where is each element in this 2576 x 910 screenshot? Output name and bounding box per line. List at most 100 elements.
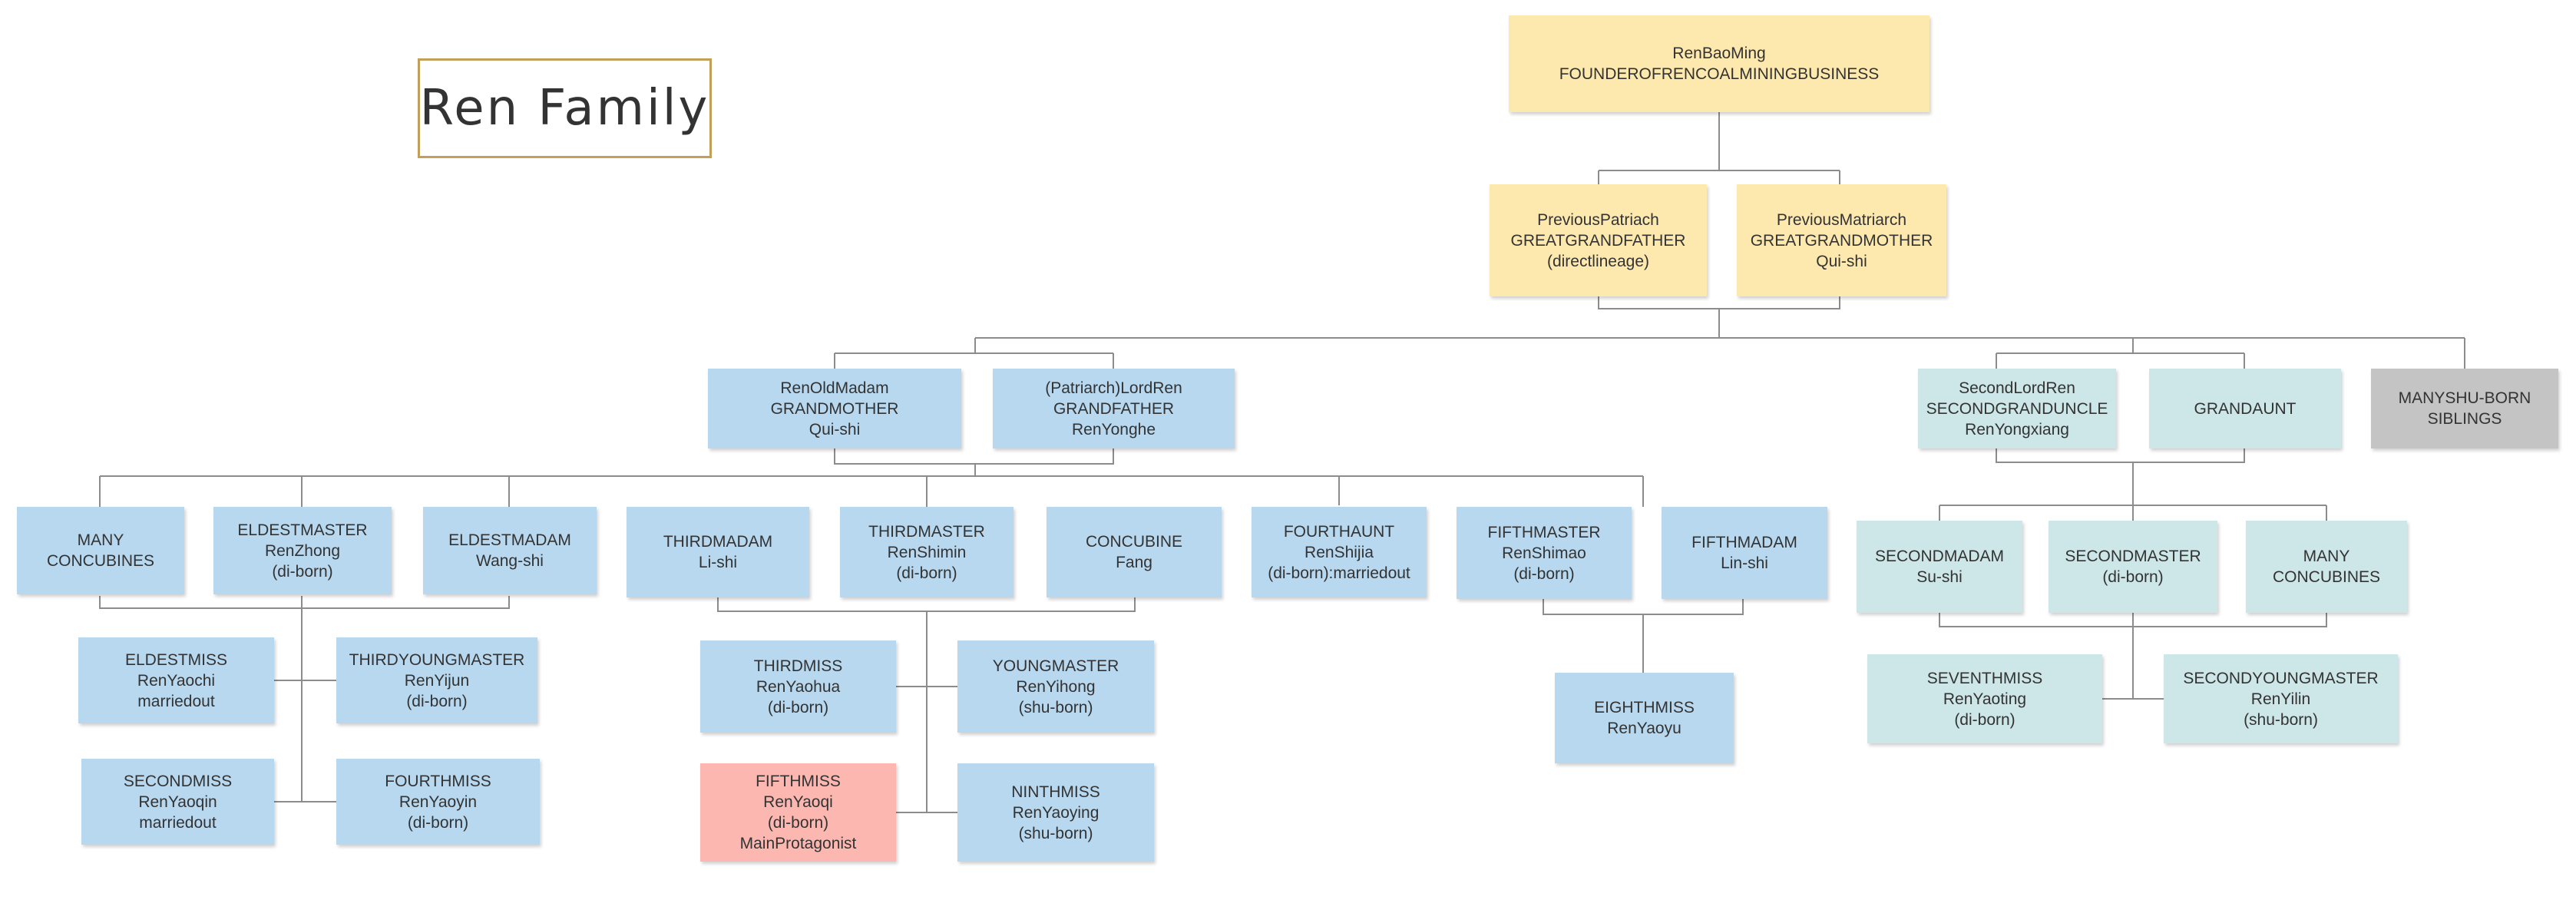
node-second-madam: SECONDMADAM Su-shi — [1857, 521, 2022, 613]
node-third-miss: THIRDMISS RenYaohua (di-born) — [700, 640, 896, 733]
node-second-lord-ren: SecondLordRen SECONDGRANDUNCLE RenYongxi… — [1918, 369, 2116, 448]
node-line: (di-born) — [407, 813, 469, 832]
node-fifth-miss: FIFTHMISS RenYaoqi (di-born) MainProtago… — [700, 763, 896, 862]
node-line: EIGHTHMISS — [1594, 699, 1695, 716]
node-line: FIFTHMADAM — [1691, 534, 1797, 551]
node-line: THIRDMASTER — [868, 522, 985, 541]
node-line: RenYaoyu — [1607, 720, 1682, 737]
node-line: MANY — [77, 531, 124, 549]
node-line: MainProtagonist — [739, 835, 857, 852]
node-line: RenYihong — [1016, 677, 1096, 696]
node-line: marriedout — [139, 813, 217, 832]
node-line: THIRDMISS — [753, 657, 843, 675]
connector-third-kids — [896, 686, 957, 813]
node-line: ELDESTMISS — [124, 650, 228, 669]
node-eldest-madam: ELDESTMADAM Wang-shi — [423, 507, 597, 594]
node-renbaoming: RenBaoMing FOUNDEROFRENCOALMININGBUSINES… — [1509, 15, 1930, 112]
connector-great-grandparents — [1598, 296, 1840, 338]
node-line: THIRDMADAM — [663, 533, 773, 551]
node-line: THIRDYOUNGMASTER — [349, 650, 525, 669]
node-line: marriedout — [137, 692, 215, 710]
node-many-concubines-left: MANY CONCUBINES — [17, 507, 184, 594]
title-box: Ren Family — [418, 58, 712, 158]
node-line: (di-born) — [2102, 568, 2164, 586]
node-line: NINTHMISS — [1011, 783, 1100, 801]
node-fourth-aunt: FOURTHAUNT RenShijia (di-born):marriedou… — [1252, 507, 1427, 597]
node-line: SECONDGRANDUNCLE — [1926, 399, 2108, 418]
node-line: PreviousMatriarch — [1776, 210, 1907, 229]
node-second-master: SECONDMASTER (di-born) — [2049, 521, 2217, 613]
connector-generation-2 — [974, 337, 2465, 369]
node-line: FIFTHMISS — [756, 773, 841, 790]
node-line: RenYaoqin — [138, 793, 217, 811]
node-line: FIFTHMASTER — [1487, 523, 1601, 541]
node-line: CONCUBINE — [1085, 533, 1182, 551]
node-eldest-master: ELDESTMASTER RenZhong (di-born) — [213, 507, 392, 594]
connector-founder — [1598, 112, 1840, 184]
node-line: RenYaoqi — [763, 793, 833, 811]
node-second-young-master: SECONDYOUNGMASTER RenYilin (shu-born) — [2164, 654, 2398, 743]
node-line: FOUNDEROFRENCOALMININGBUSINESS — [1559, 65, 1880, 83]
node-third-young-master: THIRDYOUNGMASTER RenYijun (di-born) — [336, 637, 537, 723]
node-line: GRANDFATHER — [1053, 399, 1175, 418]
node-line: (di-born) — [406, 692, 468, 710]
node-line: SECONDMASTER — [2065, 548, 2201, 565]
node-line: CONCUBINES — [46, 552, 155, 570]
node-fifth-master: FIFTHMASTER RenShimao (di-born) — [1457, 507, 1632, 599]
node-line: SECONDMISS — [123, 772, 233, 790]
node-line: Li-shi — [698, 554, 738, 571]
node-line: Qui-shi — [1816, 252, 1867, 270]
node-grandaunt: GRANDAUNT — [2149, 369, 2341, 448]
node-eldest-miss: ELDESTMISS RenYaochi marriedout — [78, 637, 274, 723]
node-line: RenOldMadam — [780, 379, 889, 397]
node-line: FOURTHAUNT — [1283, 522, 1395, 541]
node-line: RenZhong — [264, 541, 341, 560]
node-line: (di-born) — [1954, 710, 2015, 729]
node-line: RenYaoting — [1943, 690, 2027, 708]
node-line: RenYilin — [2250, 690, 2311, 708]
node-line: SIBLINGS — [2427, 410, 2502, 428]
node-previous-patriarch: PreviousPatriach GREATGRANDFATHER (direc… — [1490, 184, 1707, 296]
connector-fifth-family — [1543, 599, 1744, 673]
node-line: GRANDMOTHER — [770, 399, 899, 418]
node-line: (shu-born) — [2244, 710, 2318, 729]
node-line: RenYaohua — [756, 677, 841, 696]
node-concubine-fang: CONCUBINE Fang — [1047, 507, 1222, 597]
node-line: RenShimin — [887, 543, 967, 561]
node-line: Su-shi — [1916, 568, 1963, 586]
node-line: ELDESTMADAM — [448, 531, 571, 549]
node-line: RenYaochi — [137, 671, 216, 690]
node-line: RenShimao — [1502, 544, 1586, 562]
node-line: SecondLordRen — [1959, 379, 2075, 397]
node-line: Lin-shi — [1721, 554, 1768, 572]
node-line: RenYongxiang — [1965, 420, 2069, 438]
node-line: GRANDAUNT — [2194, 399, 2297, 418]
node-line: RenBaoMing — [1672, 45, 1766, 62]
connector-eldest-kids — [274, 680, 336, 802]
node-line: MANYSHU-BORN — [2398, 389, 2531, 407]
node-shu-born-siblings: MANYSHU-BORN SIBLINGS — [2371, 369, 2558, 448]
node-many-concubines-right: MANY CONCUBINES — [2246, 521, 2407, 613]
node-line: GREATGRANDMOTHER — [1750, 231, 1933, 250]
node-line: RenYaoyin — [398, 793, 478, 811]
node-line: (di-born) — [767, 698, 829, 716]
node-line: RenYijun — [404, 671, 470, 690]
node-line: RenYaoying — [1012, 803, 1100, 822]
connector-second-family — [1939, 505, 2327, 521]
node-seventh-miss: SEVENTHMISS RenYaoting (di-born) — [1867, 654, 2102, 743]
node-eighth-miss: EIGHTHMISS RenYaoyu — [1555, 673, 1734, 763]
node-line: SEVENTHMISS — [1926, 669, 2043, 687]
node-line: (di-born) — [767, 814, 829, 832]
node-second-miss: SECONDMISS RenYaoqin marriedout — [81, 759, 274, 845]
node-line: PreviousPatriach — [1537, 210, 1659, 229]
node-fifth-madam: FIFTHMADAM Lin-shi — [1662, 507, 1827, 599]
node-line: (shu-born) — [1018, 698, 1093, 716]
node-line: GREATGRANDFATHER — [1510, 231, 1686, 250]
node-ninth-miss: NINTHMISS RenYaoying (shu-born) — [957, 763, 1154, 862]
node-third-madam: THIRDMADAM Li-shi — [627, 507, 809, 597]
node-line: ELDESTMASTER — [237, 521, 368, 539]
node-young-master: YOUNGMASTER RenYihong (shu-born) — [957, 640, 1154, 733]
node-line: RenShijia — [1305, 543, 1374, 561]
node-line: SECONDYOUNGMASTER — [2183, 669, 2379, 687]
node-previous-matriarch: PreviousMatriarch GREATGRANDMOTHER Qui-s… — [1737, 184, 1946, 296]
